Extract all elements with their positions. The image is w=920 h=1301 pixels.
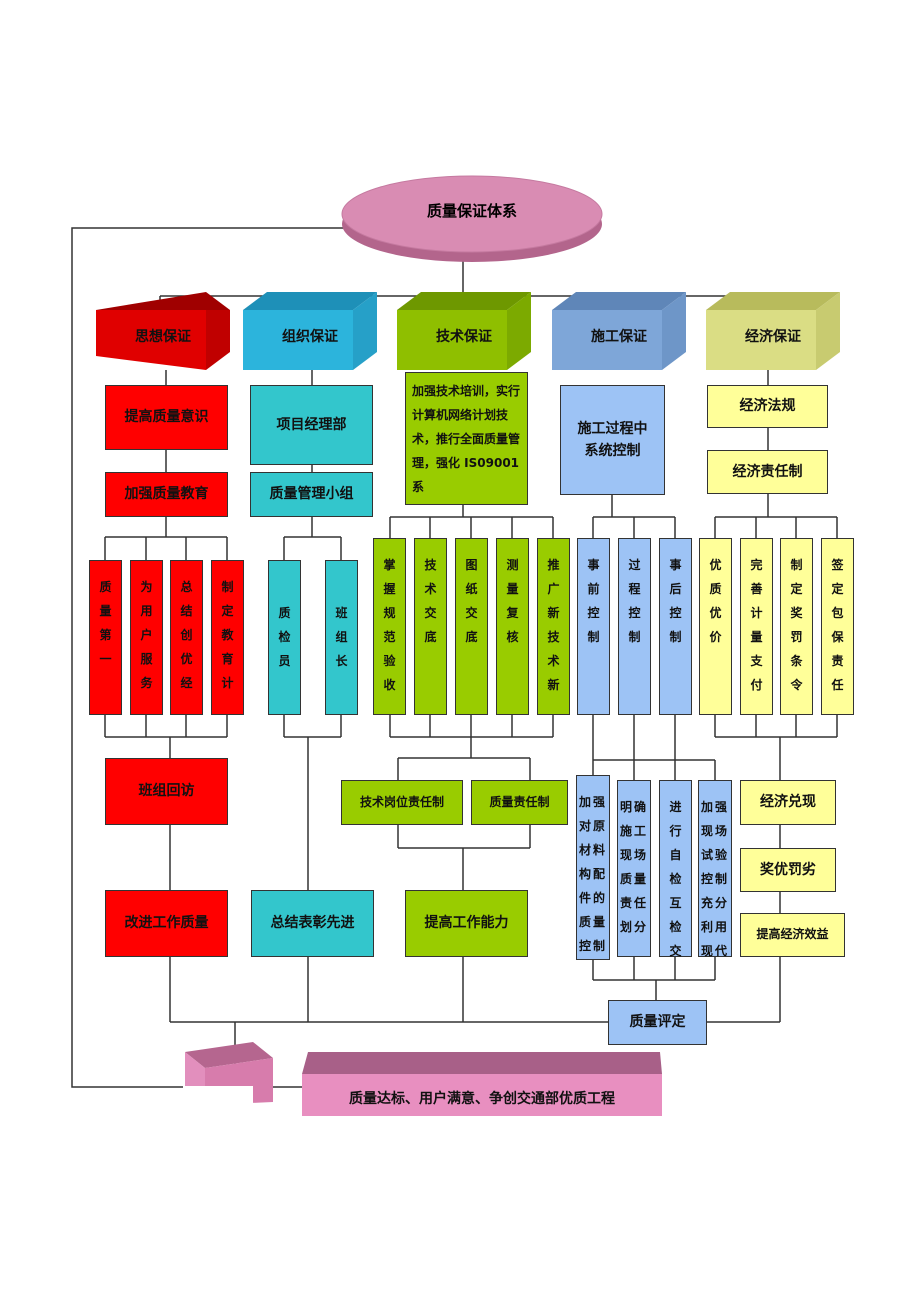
sub-box: 掌握规范验收 (373, 538, 406, 715)
sub-box: 事后控制 (659, 538, 692, 715)
sub-box: 过程控制 (618, 538, 651, 715)
item-box: 加强质量教育 (105, 472, 228, 517)
item-box: 提高质量意识 (105, 385, 228, 450)
header-label: 施工保证 (591, 329, 647, 345)
item-box: 班组回访 (105, 758, 228, 825)
header-organization: 组织保证 (243, 292, 377, 372)
sub-box: 加强对原材料构配件的质量控制 (576, 775, 610, 960)
sub-box: 明确施工现场质量责任划分 (617, 780, 651, 957)
header-label: 组织保证 (282, 329, 338, 345)
item-box: 提高工作能力 (405, 890, 528, 957)
quality-evaluation-box: 质量评定 (608, 1000, 707, 1045)
item-box: 技术岗位责任制 (341, 780, 463, 825)
sub-box: 推广新技术新 (537, 538, 570, 715)
sub-box: 事前控制 (577, 538, 610, 715)
sub-box: 制定教育计 (211, 560, 244, 715)
header-label: 经济保证 (745, 329, 801, 345)
sub-box: 优质优价 (699, 538, 732, 715)
item-box: 总结表彰先进 (251, 890, 374, 957)
sub-box: 制定奖罚条令 (780, 538, 813, 715)
feedback-box (183, 1042, 273, 1110)
item-box: 奖优罚劣 (740, 848, 836, 892)
sub-box: 质检员 (268, 560, 301, 715)
goal-label: 质量达标、用户满意、争创交通部优质工程 (349, 1091, 615, 1107)
sub-box: 班组长 (325, 560, 358, 715)
item-box: 质量责任制 (471, 780, 568, 825)
header-construction: 施工保证 (552, 292, 686, 372)
header-economy: 经济保证 (706, 292, 840, 372)
item-box: 项目经理部 (250, 385, 373, 465)
sub-box: 完善计量支付 (740, 538, 773, 715)
sub-box: 加强现场试验控制充分利用现代 (698, 780, 732, 958)
header-ideology: 思想保证 (96, 292, 230, 372)
header-technology: 技术保证 (397, 292, 531, 372)
sub-box: 进行自检互检交 (659, 780, 692, 958)
diagram-title: 质量保证体系 (426, 202, 517, 220)
header-label: 技术保证 (436, 329, 492, 345)
item-box: 加强技术培训，实行计算机网络计划技术，推行全面质量管理，强化 IS09001 系 (405, 372, 528, 505)
sub-box: 签定包保责任 (821, 538, 854, 715)
item-box: 施工过程中系统控制 (560, 385, 665, 495)
sub-box: 测量复核 (496, 538, 529, 715)
sub-box: 质量第一 (89, 560, 122, 715)
goal-banner (302, 1052, 662, 1116)
item-box: 经济责任制 (707, 450, 828, 494)
sub-box: 总结创优经 (170, 560, 203, 715)
item-box: 经济兑现 (740, 780, 836, 825)
item-box: 质量管理小组 (250, 472, 373, 517)
sub-box: 图纸交底 (455, 538, 488, 715)
item-box: 改进工作质量 (105, 890, 228, 957)
title-ellipse (341, 175, 603, 262)
header-label: 思想保证 (135, 329, 191, 345)
sub-box: 技术交底 (414, 538, 447, 715)
item-box: 提高经济效益 (740, 913, 845, 957)
item-box: 经济法规 (707, 385, 828, 428)
sub-box: 为用户服务 (130, 560, 163, 715)
